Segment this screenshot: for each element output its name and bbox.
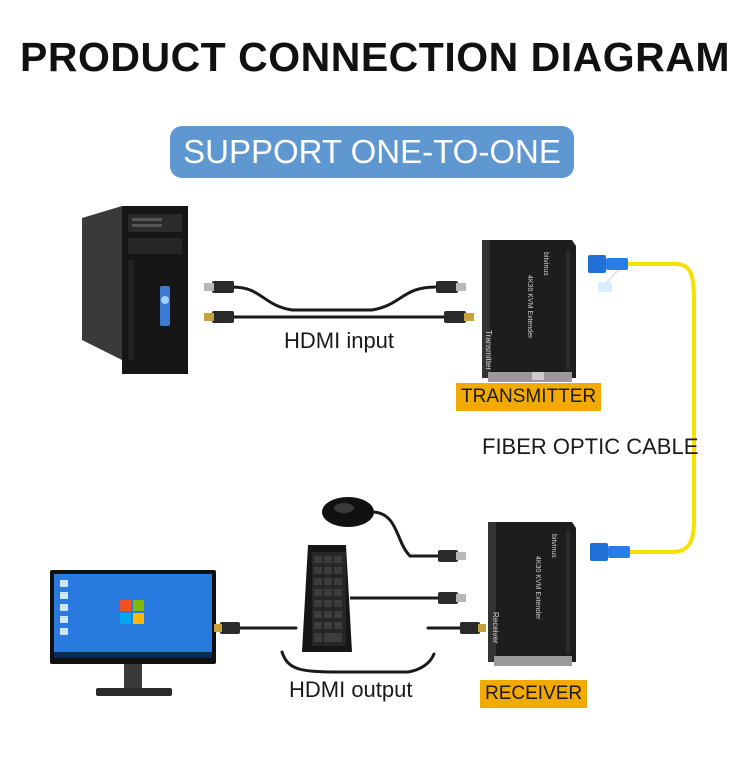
hdmi-output-cables xyxy=(236,626,464,674)
support-badge: SUPPORT ONE-TO-ONE xyxy=(170,126,574,178)
hdmi-output-label: HDMI output xyxy=(289,677,413,702)
windows-logo-icon xyxy=(120,600,144,624)
transmitter-tag: TRANSMITTER xyxy=(456,383,602,411)
receiver-brand: bitvinus xyxy=(550,534,557,558)
mouse xyxy=(322,497,466,562)
monitor xyxy=(50,570,216,696)
receiver-tag: RECEIVER xyxy=(480,680,588,708)
receiver-device: bitvinus 4K30 KVM Extender Receiver xyxy=(488,522,576,666)
receiver-side-label: Receiver xyxy=(491,612,500,644)
transmitter-side-label: Transmitter xyxy=(484,330,493,370)
transmitter-brand: bitvinus xyxy=(542,252,549,276)
page-title: PRODUCT CONNECTION DIAGRAM xyxy=(20,34,730,80)
transmitter-model: 4K30 KVM Extender xyxy=(526,275,533,339)
fiber-optic-cable xyxy=(603,262,696,554)
hdmi-input-cables xyxy=(230,285,448,319)
fiber-optic-cable-label: FIBER OPTIC CABLE xyxy=(482,434,699,459)
hdmi-input-label: HDMI input xyxy=(284,328,395,353)
keyboard xyxy=(302,545,466,652)
sc-connector-top xyxy=(588,255,628,292)
receiver-model: 4K30 KVM Extender xyxy=(534,556,541,620)
hdmi-input-plugs xyxy=(204,281,474,323)
pc-tower xyxy=(82,206,188,374)
sc-connector-bottom xyxy=(590,543,630,561)
transmitter-device: bitvinus 4K30 KVM Extender Transmitter xyxy=(482,240,576,382)
hdmi-output-plugs xyxy=(214,622,486,634)
